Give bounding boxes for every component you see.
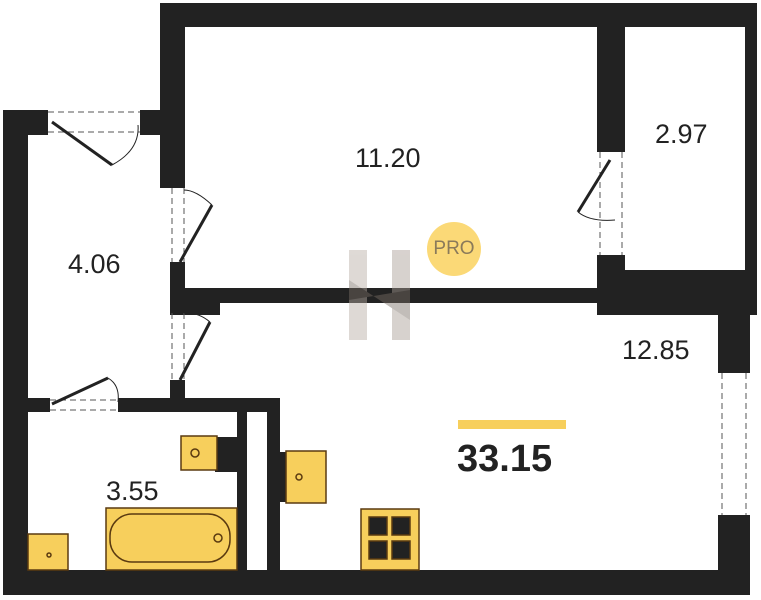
bathroom-sink: [285, 450, 327, 504]
watermark-logo: [349, 250, 410, 340]
fixtures: [27, 435, 420, 571]
corner-sink: [27, 533, 69, 571]
bathtub: [105, 507, 238, 571]
total-area: 33.15: [457, 438, 553, 480]
walls: [3, 3, 757, 595]
living-area-label: 12.85: [622, 335, 690, 365]
room-area-label: 11.20: [355, 143, 421, 173]
total-area-accent-bar: [458, 420, 566, 429]
bathroom-area-label: 3.55: [106, 476, 159, 506]
storage-area-label: 2.97: [655, 119, 708, 149]
door-arcs: [107, 124, 616, 403]
pro-badge: PRO: [427, 222, 481, 276]
hallway-area-label: 4.06: [68, 249, 121, 279]
doors: [51, 120, 612, 406]
